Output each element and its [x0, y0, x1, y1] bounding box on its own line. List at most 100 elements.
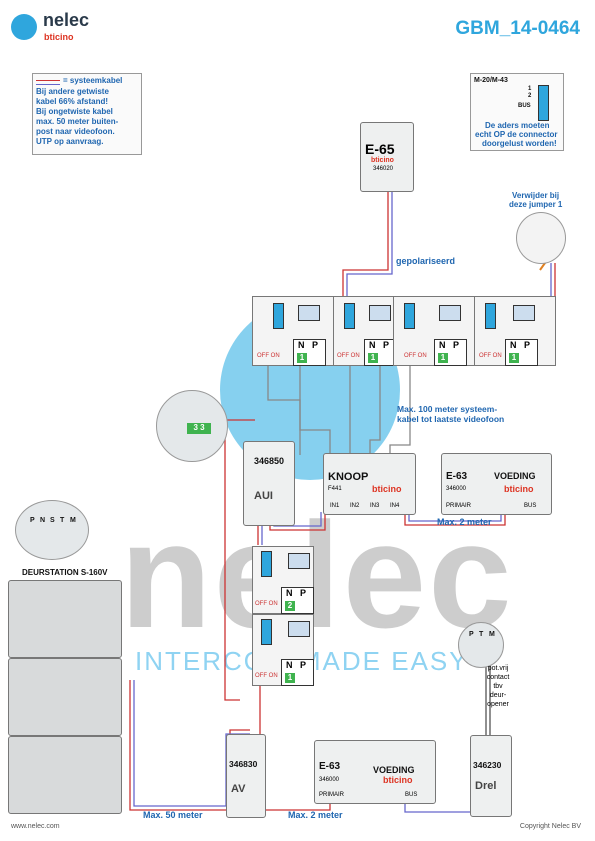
note-line: post naar videofoon.: [36, 127, 115, 136]
av-code: 346830: [229, 759, 258, 769]
detail-zoom-icon: 3 3: [156, 390, 228, 462]
monitor-terminal: [344, 303, 355, 329]
e65-code: 346020: [373, 166, 394, 172]
e63-code: 346000: [446, 486, 467, 492]
ext-label: OFF ON: [255, 673, 278, 679]
e63-brand: bticino: [383, 775, 413, 785]
primair-label: PRIMAIR: [446, 503, 472, 509]
footer-copyright: Copyright Nelec BV: [519, 823, 581, 830]
distance-note-line: Max. 100 meter systeem-: [397, 404, 498, 414]
jumper-note-line: deze jumper 1: [509, 200, 563, 209]
monitor-terminal: [404, 303, 415, 329]
knoop-brand: bticino: [372, 484, 402, 494]
legend-line: [36, 80, 60, 85]
e63-label: E-63: [446, 471, 468, 482]
knoop-terminal: IN3: [370, 503, 380, 509]
model-label: M-20/M-43: [474, 77, 508, 84]
note-line: Bij ongetwiste kabel: [36, 107, 113, 116]
footer-website: www.nelec.com: [11, 823, 60, 830]
monitor-terminal: [261, 619, 272, 645]
max-2m-label: Max. 2 meter: [437, 517, 492, 527]
monitor-screen-icon: [298, 305, 320, 321]
nelec-logo: nelec bticino: [11, 10, 121, 44]
relay-note: pot.vrij contact tbv deur- opener: [486, 665, 510, 708]
voeding-label: VOEDING: [494, 471, 536, 481]
knoop-sub: F441: [328, 486, 342, 492]
note-line: De aders moeten: [485, 121, 550, 130]
logo-sub-text: bticino: [44, 32, 74, 42]
ext-label: OFF ON: [479, 353, 502, 359]
aui-device: 346850 AUI: [243, 441, 295, 526]
av-device: 346830 AV: [226, 734, 266, 818]
connector-note-box: M-20/M-43 1 2 BUS De aders moeten echt O…: [470, 73, 564, 151]
knoop-label: KNOOP: [328, 471, 369, 483]
note-line: max. 50 meter buiten-: [36, 117, 119, 126]
deurstation-title: DEURSTATION S-160V: [22, 568, 108, 577]
monitor-screen-icon: [369, 305, 391, 321]
note-line: doorgelust worden!: [482, 139, 557, 148]
primair-label: PRIMAIR: [319, 792, 345, 798]
av-label: AV: [231, 783, 246, 795]
monitor-screen-icon: [288, 553, 310, 569]
logo-brand-text: nelec: [43, 10, 90, 30]
monitor-screen-icon: [513, 305, 535, 321]
note-line: echt OP de connector: [475, 130, 558, 139]
ext-label: OFF ON: [337, 353, 360, 359]
ext-label: OFF ON: [257, 353, 280, 359]
note-line: Bij andere getwiste: [36, 87, 109, 96]
pin-1-label: 1: [528, 86, 532, 92]
ext-label: OFF ON: [404, 353, 427, 359]
aui-code: 346850: [254, 456, 285, 466]
e63-label: E-63: [319, 761, 341, 772]
pin-detail-icon: P N S T M: [15, 500, 89, 560]
monitor-terminal: [273, 303, 284, 329]
distance-note-line: kabel tot laatste videofoon: [397, 414, 505, 424]
knoop-terminal: IN4: [390, 503, 400, 509]
drel-device: 346230 Drel: [470, 735, 512, 817]
relay-detail-icon: P T M: [458, 622, 504, 668]
e65-label: E-65: [365, 141, 395, 157]
e63-code: 346000: [319, 777, 340, 783]
detail-label: 3 3: [187, 423, 211, 434]
voeding-label: VOEDING: [373, 765, 415, 775]
nelec-logo-icon: [11, 14, 37, 40]
knoop-device: KNOOP F441 bticino IN1 IN2 IN3 IN4: [323, 453, 416, 515]
e63-device-bottom: E-63 VOEDING 346000 bticino PRIMAIR BUS: [314, 740, 436, 804]
cable-note-box: = systeemkabel Bij andere getwiste kabel…: [32, 73, 142, 155]
note-line: UTP op aanvraag.: [36, 137, 104, 146]
monitor-screen-icon: [288, 621, 310, 637]
e65-device: E-65 bticino 346020: [360, 122, 414, 192]
bus-label: BUS: [405, 792, 418, 798]
drel-code: 346230: [473, 760, 502, 770]
door-station-panel-2: [8, 658, 122, 736]
note-line: kabel 66% afstand!: [36, 97, 109, 106]
e63-brand: bticino: [504, 484, 534, 494]
monitor-terminal: [485, 303, 496, 329]
drel-label: Drel: [475, 780, 497, 792]
e65-brand: bticino: [371, 157, 394, 164]
connector-block: [538, 85, 549, 121]
jumper-note-line: Verwijder bij: [512, 191, 560, 200]
polarized-label: gepolariseerd: [396, 256, 456, 266]
document-code: GBM_14-0464: [455, 18, 580, 39]
e63-device-top: E-63 VOEDING 346000 bticino PRIMAIR BUS: [441, 453, 552, 515]
legend-label: = systeemkabel: [63, 76, 123, 85]
bus-label: BUS: [518, 103, 531, 109]
pin-2-label: 2: [528, 93, 532, 99]
bus-label: BUS: [524, 503, 537, 509]
knoop-terminal: IN2: [350, 503, 360, 509]
ext-label: OFF ON: [255, 601, 278, 607]
door-station-panel-1: [8, 580, 122, 658]
monitor-screen-icon: [439, 305, 461, 321]
jumper-detail-icon: [516, 212, 566, 264]
max-2m-label: Max. 2 meter: [288, 810, 343, 820]
